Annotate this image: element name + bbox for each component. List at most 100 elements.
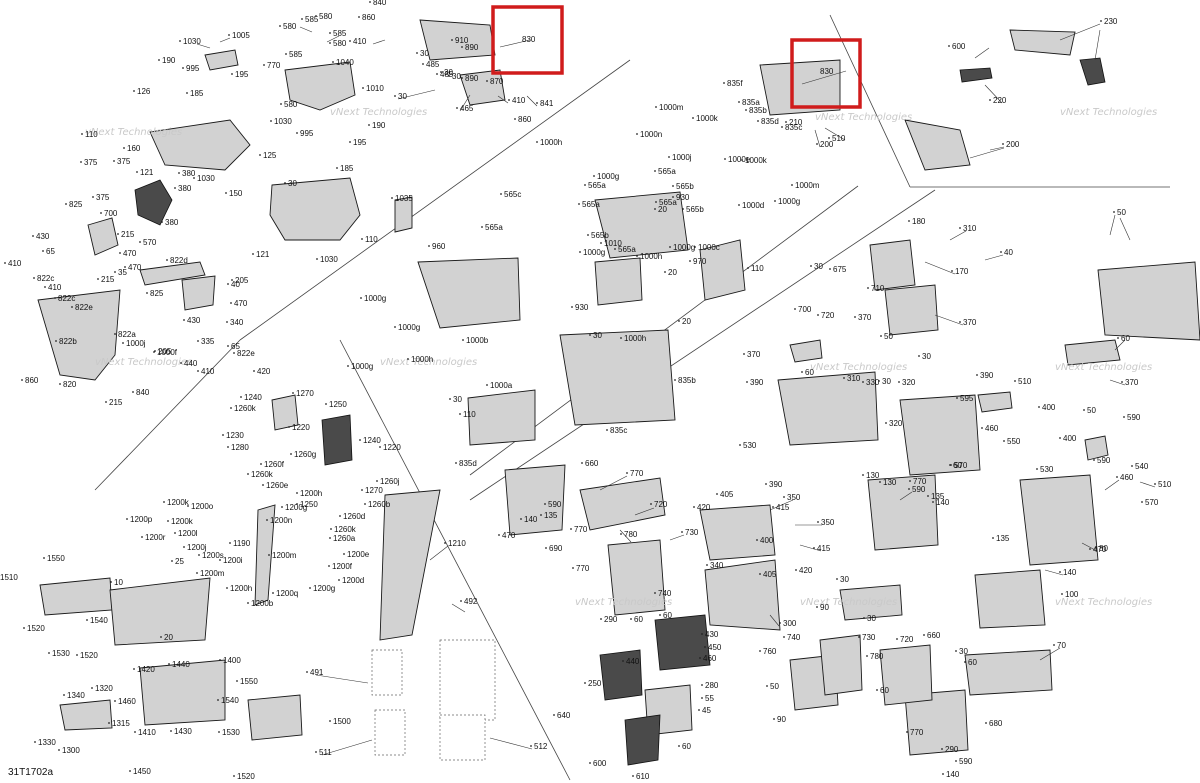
callout-label[interactable]: 1530 [222,728,240,737]
callout-label[interactable]: 370 [963,318,977,327]
callout-label[interactable]: 60 [1121,334,1130,343]
callout-label[interactable]: 730 [685,528,699,537]
callout-label[interactable]: 565b [591,231,609,240]
rear-rack-top-part[interactable] [419,19,496,61]
callout-label[interactable]: 710 [871,284,885,293]
callout-label[interactable]: 740 [658,589,672,598]
console-part[interactable] [594,191,689,259]
callout-label[interactable]: 585 [289,50,303,59]
callout-label[interactable]: 126 [137,87,151,96]
callout-label[interactable]: 1520 [80,651,98,660]
callout-label[interactable]: 30 [882,377,891,386]
callout-label[interactable]: 50 [884,332,893,341]
callout-label[interactable]: 610 [636,772,650,781]
callout-label[interactable]: 215 [121,230,135,239]
callout-label[interactable]: 1200g [313,584,335,593]
callout-label[interactable]: 485 [426,60,440,69]
callout-label[interactable]: 1000e [728,155,751,164]
callout-label[interactable]: 160 [127,144,141,153]
callout-label[interactable]: 485 [440,70,454,79]
callout-label[interactable]: 415 [776,503,790,512]
callout-label[interactable]: 121 [256,250,270,259]
callout-label[interactable]: 390 [980,371,994,380]
callout-label[interactable]: 60 [682,742,691,751]
callout-label[interactable]: 1000j [672,153,692,162]
callout-label[interactable]: 390 [769,480,783,489]
callout-label[interactable]: 60 [953,461,962,470]
callout-label[interactable]: 1260j [380,477,400,486]
callout-label[interactable]: 1010 [604,239,622,248]
callout-label[interactable]: 1200s [202,551,224,560]
callout-label[interactable]: 460 [985,424,999,433]
bracket-mid-part[interactable] [699,504,776,561]
callout-label[interactable]: 460 [703,654,717,663]
callout-label[interactable]: 20 [164,633,173,642]
decal-panel[interactable] [439,639,496,721]
callout-label[interactable]: 420 [257,367,271,376]
callout-label[interactable]: 835d [459,459,477,468]
callout-label[interactable]: 640 [557,711,571,720]
callout-label[interactable]: 60 [805,368,814,377]
callout-label[interactable]: 375 [117,157,131,166]
callout-label[interactable]: 822a [118,330,136,339]
callout-label[interactable]: 135 [931,492,945,501]
callout-label[interactable]: 565a [485,223,503,232]
callout-label[interactable]: 580 [284,100,298,109]
callout-label[interactable]: 590 [548,500,562,509]
callout-label[interactable]: 1210 [448,539,466,548]
callout-label[interactable]: 125 [263,151,277,160]
callout-label[interactable]: 660 [585,459,599,468]
callout-label[interactable]: 215 [101,275,115,284]
callout-label[interactable]: 770 [267,61,281,70]
callout-label[interactable]: 760 [763,647,777,656]
callout-label[interactable]: 410 [48,283,62,292]
callout-label[interactable]: 140 [936,498,950,507]
callout-label[interactable]: 841 [540,99,554,108]
frame-part[interactable] [839,584,903,621]
front-rack-right-part[interactable] [1097,261,1200,341]
callout-label[interactable]: 595 [960,394,974,403]
callout-label[interactable]: 420 [697,503,711,512]
callout-label[interactable]: 20 [658,205,667,214]
callout-label[interactable]: 20 [668,268,677,277]
callout-label[interactable]: 350 [787,493,801,502]
callout-label[interactable]: 1260d [343,512,365,521]
callout-label[interactable]: 55 [705,694,714,703]
callout-label[interactable]: 835c [785,123,802,132]
callout-label[interactable]: 565a [658,167,676,176]
callout-label[interactable]: 835a [742,98,760,107]
callout-label[interactable]: 995 [186,64,200,73]
callout-label[interactable]: 822c [37,274,54,283]
callout-label[interactable]: 470 [234,299,248,308]
lower-right-part[interactable] [904,689,969,756]
callout-label[interactable]: 822e [75,303,93,312]
lever-part[interactable] [254,504,276,606]
callout-label[interactable]: 1200i [223,556,243,565]
callout-label[interactable]: 1200g [285,503,307,512]
highlighted-label[interactable]: 830 [522,35,536,44]
callout-label[interactable]: 250 [588,679,602,688]
callout-label[interactable]: 185 [190,89,204,98]
callout-label[interactable]: 565a [618,245,636,254]
callout-label[interactable]: 430 [36,232,50,241]
callout-label[interactable]: 970 [693,257,707,266]
head-light-cover-part[interactable] [869,239,916,291]
callout-label[interactable]: 1200l [178,529,198,538]
callout-label[interactable]: 835b [749,106,767,115]
callout-label[interactable]: 465 [460,104,474,113]
small-rack-part[interactable] [1064,339,1121,366]
callout-label[interactable]: 290 [945,745,959,754]
callout-label[interactable]: 390 [750,378,764,387]
callout-label[interactable]: 1520 [27,624,45,633]
callout-label[interactable]: 1530 [52,649,70,658]
callout-label[interactable]: 380 [165,218,179,227]
callout-label[interactable]: 405 [763,570,777,579]
callout-label[interactable]: 1250 [300,500,318,509]
callout-label[interactable]: 565a [659,198,677,207]
callout-label[interactable]: 335 [201,337,215,346]
callout-label[interactable]: 320 [889,419,903,428]
callout-label[interactable]: 600 [952,42,966,51]
callout-label[interactable]: 470 [1093,545,1107,554]
callout-label[interactable]: 1000h [411,355,433,364]
callout-label[interactable]: 1200j [187,543,207,552]
